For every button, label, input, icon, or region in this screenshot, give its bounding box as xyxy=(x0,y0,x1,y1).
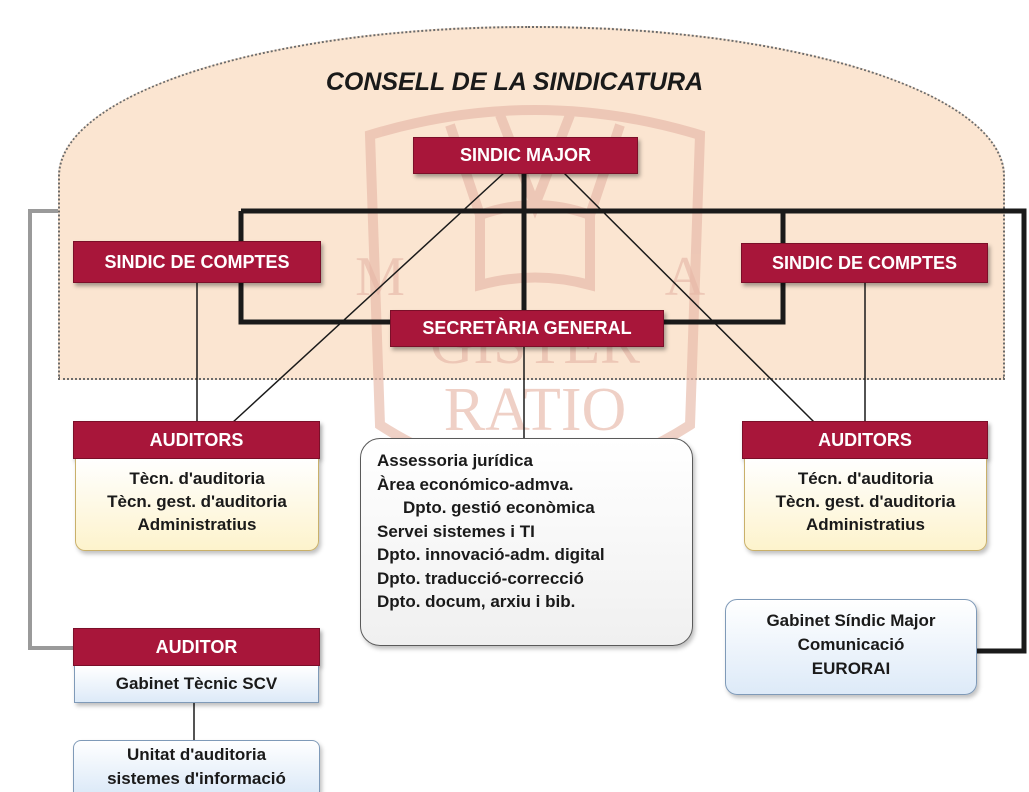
unitat-line-2: sistemes d'informació xyxy=(107,769,286,788)
sindic-comptes-right-box: SINDIC DE COMPTES xyxy=(741,243,988,283)
secretaria-general-box: SECRETÀRIA GENERAL xyxy=(390,310,664,347)
unit-item: Dpto. innovació-adm. digital xyxy=(377,545,605,564)
unit-item: Assessoria jurídica xyxy=(377,451,533,470)
unit-item: Dpto. gestió econòmica xyxy=(403,498,595,517)
secretaria-units-box: Assessoria jurídica Àrea económico-admva… xyxy=(360,438,693,646)
major-to-auditors-left-line xyxy=(231,171,506,424)
auditors-left-line-2: Tècn. gest. d'auditoria xyxy=(107,492,287,511)
sindic-to-auditor-line xyxy=(28,209,73,650)
unit-item: Àrea económico-admva. xyxy=(377,474,574,494)
gabinet-tecnic-box: Gabinet Tècnic SCV xyxy=(74,666,319,703)
auditors-left-line-1: Tècn. d'auditoria xyxy=(129,469,265,488)
watermark-letter-left: M xyxy=(355,246,405,308)
unitat-line-1: Unitat d'auditoria xyxy=(126,745,267,764)
gabinet-line-1: Gabinet Síndic Major xyxy=(766,611,936,630)
unitat-auditoria-box: Unitat d'auditoria sistemes d'informació xyxy=(73,740,320,792)
auditors-left-line-3: Administratius xyxy=(137,515,257,534)
major-to-auditors-right-line xyxy=(562,171,816,424)
auditors-right-line-3: Administratius xyxy=(805,515,926,534)
sindic-comptes-left-box: SINDIC DE COMPTES xyxy=(73,241,321,283)
unit-item: Dpto. traducció-correcció xyxy=(377,568,584,588)
unit-item: Dpto. docum, arxiu i bib. xyxy=(377,592,576,611)
auditors-right-card: Técn. d'auditoria Tècn. gest. d'auditori… xyxy=(744,459,987,551)
unit-item: Servei sistemes i TI xyxy=(377,521,535,541)
council-title: CONSELL DE LA SINDICATURA xyxy=(325,68,704,96)
auditors-right-line-2: Tècn. gest. d'auditoria xyxy=(775,492,956,511)
watermark-letter-right: A xyxy=(665,246,706,308)
auditor-header: AUDITOR xyxy=(73,628,320,666)
watermark-word-3: RATIO xyxy=(444,376,627,444)
auditors-right-line-1: Técn. d'auditoria xyxy=(797,469,934,488)
council-frame-line xyxy=(241,208,1027,654)
gabinet-tecnic-label: Gabinet Tècnic SCV xyxy=(115,674,278,693)
auditors-left-card: Tècn. d'auditoria Tècn. gest. d'auditori… xyxy=(75,459,319,551)
gabinet-line-2: Comunicació xyxy=(797,635,905,654)
auditors-right-header: AUDITORS xyxy=(742,421,988,459)
gabinet-sindic-box: Gabinet Síndic Major Comunicació EURORAI xyxy=(725,599,977,695)
gabinet-line-3: EURORAI xyxy=(811,659,891,678)
sindic-major-box: SINDIC MAJOR xyxy=(413,137,638,174)
auditors-left-header: AUDITORS xyxy=(73,421,320,459)
